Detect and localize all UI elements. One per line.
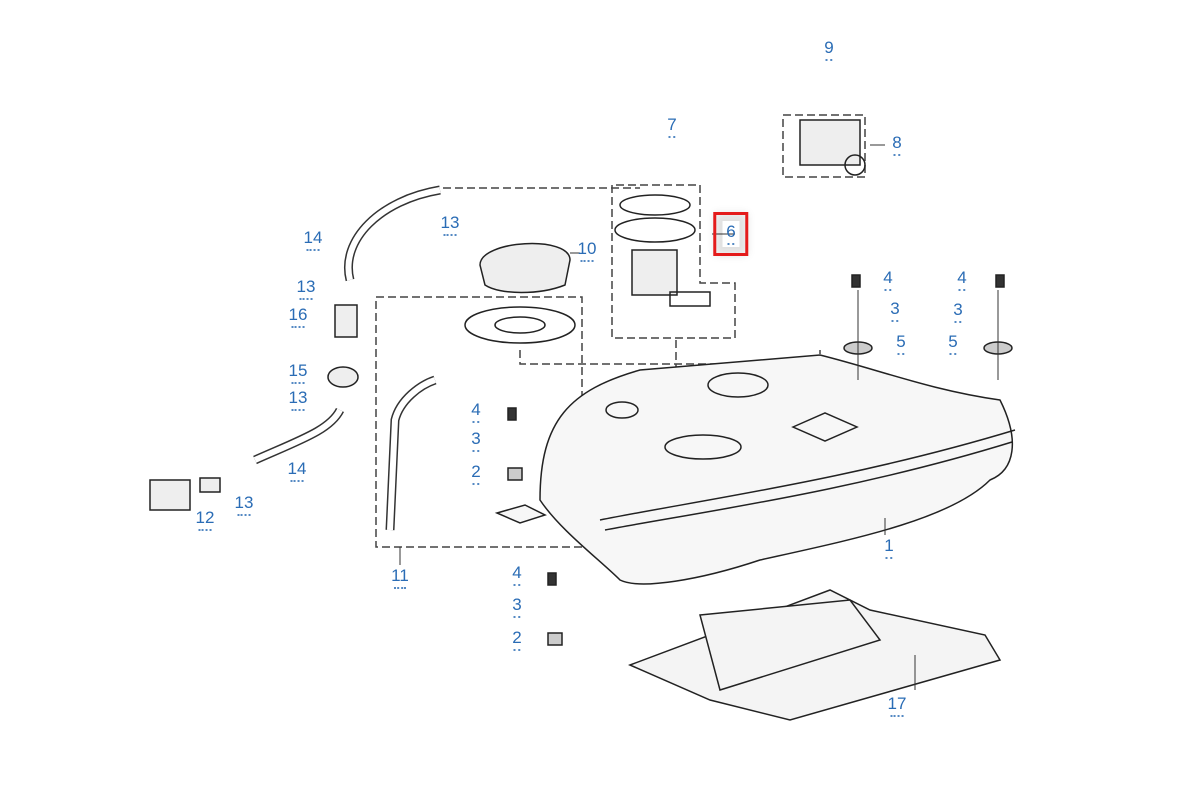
- callout-part-3[interactable]: 3: [953, 301, 962, 323]
- callout-part-13[interactable]: 13: [235, 494, 254, 516]
- callout-part-13[interactable]: 13: [297, 278, 316, 300]
- callout-part-16[interactable]: 16: [289, 306, 308, 328]
- callout-part-2[interactable]: 2: [471, 463, 480, 485]
- callout-part-3[interactable]: 3: [471, 430, 480, 452]
- callout-part-10[interactable]: 10: [578, 240, 597, 262]
- callout-part-14[interactable]: 14: [288, 460, 307, 482]
- fuel-cap: [464, 242, 576, 344]
- callout-part-4[interactable]: 4: [471, 401, 480, 423]
- callout-part-3[interactable]: 3: [512, 596, 521, 618]
- callout-part-13[interactable]: 13: [289, 389, 308, 411]
- callout-part-15[interactable]: 15: [289, 362, 308, 384]
- callout-part-11[interactable]: 11: [391, 567, 409, 589]
- fuel-tank: [494, 354, 1016, 585]
- hoses: [253, 185, 441, 531]
- callout-part-4[interactable]: 4: [883, 269, 892, 291]
- tank-support-frame: [628, 589, 1002, 721]
- callout-part-17[interactable]: 17: [888, 695, 907, 717]
- callout-part-2[interactable]: 2: [512, 629, 521, 651]
- fuel-pump: [614, 194, 711, 307]
- callout-part-4[interactable]: 4: [957, 269, 966, 291]
- callout-part-9[interactable]: 9: [824, 39, 833, 61]
- callout-part-1[interactable]: 1: [884, 537, 893, 559]
- callout-part-5[interactable]: 5: [896, 333, 905, 355]
- callout-part-12[interactable]: 12: [196, 509, 215, 531]
- callout-part-5[interactable]: 5: [948, 333, 957, 355]
- callout-part-8[interactable]: 8: [892, 134, 901, 156]
- callout-part-6-highlighted[interactable]: 6: [713, 212, 749, 256]
- callout-part-14[interactable]: 14: [304, 229, 323, 251]
- callout-part-3[interactable]: 3: [890, 300, 899, 322]
- callout-part-7[interactable]: 7: [667, 116, 676, 138]
- callout-part-13[interactable]: 13: [441, 214, 460, 236]
- callout-part-4[interactable]: 4: [512, 564, 521, 586]
